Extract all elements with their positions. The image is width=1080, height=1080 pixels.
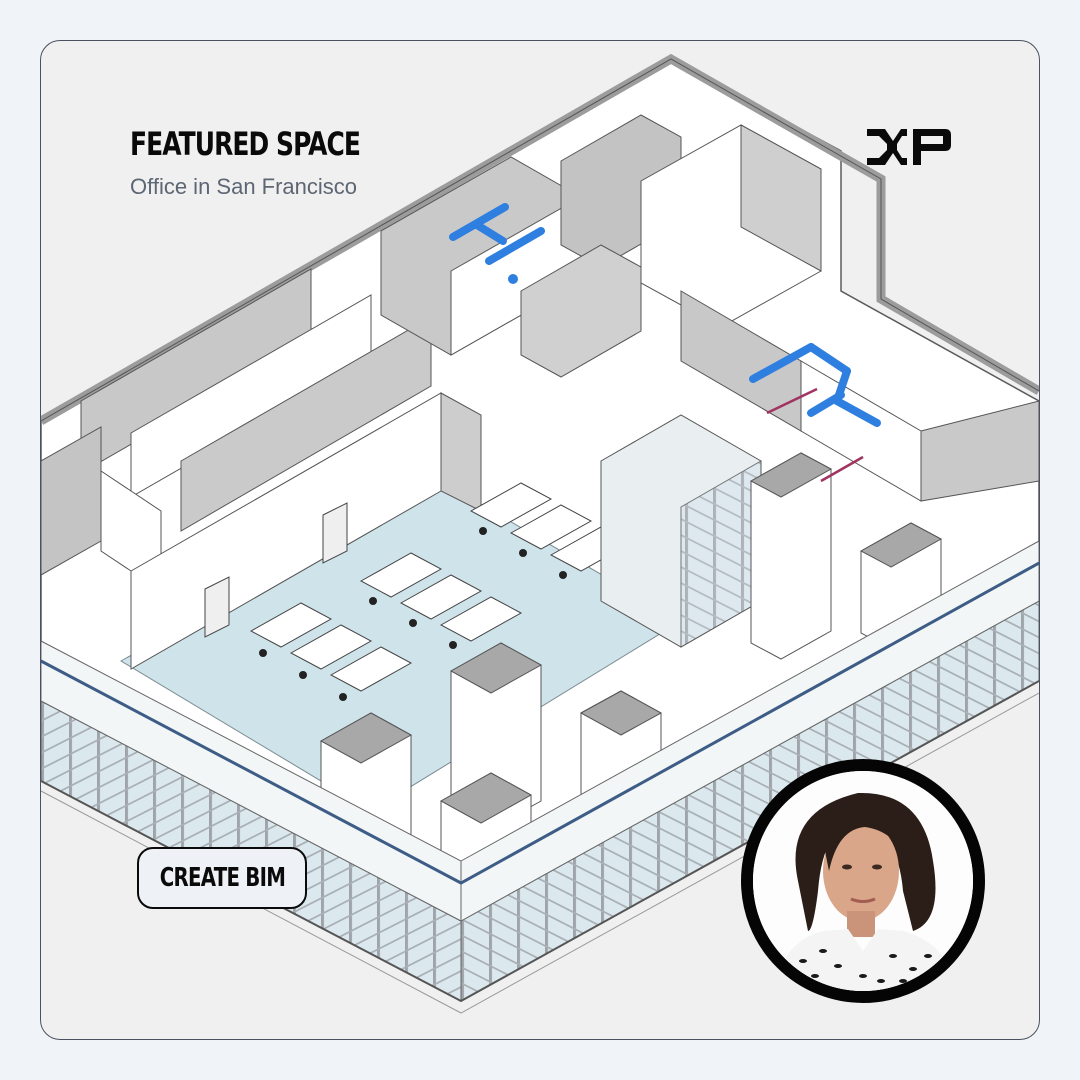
- brand-logo-icon: [867, 129, 951, 165]
- page-subtitle: Office in San Francisco: [130, 174, 358, 199]
- avatar: [741, 759, 985, 1003]
- building-model-illustration: [41, 53, 1039, 1014]
- featured-space-card: Featured Space Office in San Francisco C…: [40, 40, 1040, 1040]
- create-bim-button[interactable]: Create BIM: [137, 847, 307, 909]
- create-bim-button-label: Create BIM: [159, 863, 285, 893]
- person-portrait-icon: [753, 771, 973, 991]
- page-title: Featured Space: [130, 125, 361, 163]
